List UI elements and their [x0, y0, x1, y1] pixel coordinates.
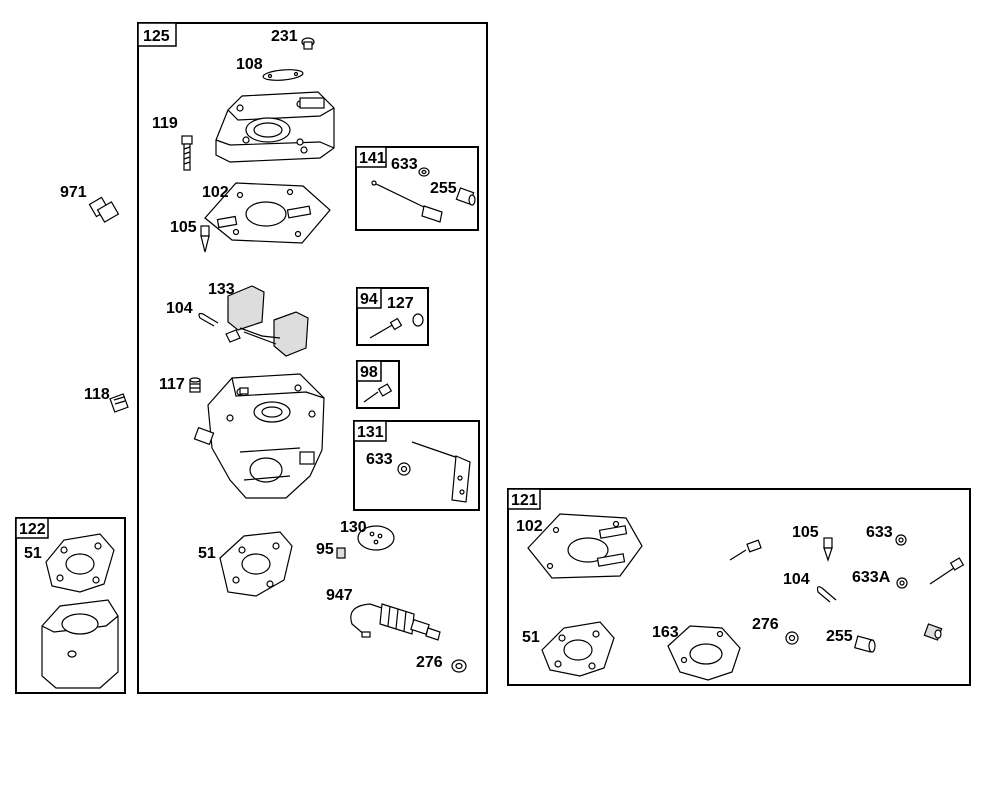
- carburetor-body-icon: [193, 373, 325, 499]
- label-105: 105: [170, 219, 197, 236]
- group-94-frame: [356, 287, 429, 346]
- part-255-bushing-121-icon: [853, 635, 876, 653]
- label-108: 108: [236, 56, 263, 73]
- part-276-washer-icon: [451, 659, 467, 673]
- label-119: 119: [152, 115, 178, 132]
- part-255-bushing-141-icon: [455, 187, 476, 206]
- group-125: 125: [137, 22, 488, 694]
- group-122: 122: [15, 517, 126, 694]
- part-104-pin-icon: [198, 312, 219, 327]
- group-141-frame: [355, 146, 479, 231]
- part-117-fitting-icon: [189, 377, 201, 393]
- label-633-121: 633: [866, 524, 893, 541]
- label-130: 130: [340, 519, 367, 536]
- group-125-number: 125: [143, 28, 170, 45]
- label-102: 102: [202, 184, 229, 201]
- part-231-screw-icon: [301, 37, 315, 50]
- label-117: 117: [159, 376, 185, 393]
- part-276-washer-121-icon: [785, 631, 799, 645]
- label-102-121: 102: [516, 518, 543, 535]
- throttle-shaft-131-icon: [411, 441, 471, 503]
- part-633A-washer-121-icon: [896, 577, 908, 589]
- part-127-o-ring-icon: [412, 313, 424, 327]
- part-163-gasket-121-icon: [667, 625, 741, 681]
- label-133: 133: [208, 281, 235, 298]
- part-947-solenoid-icon: [350, 603, 441, 641]
- needle-valve-94-icon: [369, 317, 403, 339]
- label-95: 95: [316, 541, 334, 558]
- label-51-121: 51: [522, 629, 540, 646]
- label-104: 104: [166, 300, 193, 317]
- group-141-number: 141: [359, 150, 386, 167]
- choke-shaft-141-icon: [371, 180, 443, 223]
- group-125-tag: [137, 22, 177, 47]
- group-98-tag: [356, 360, 382, 382]
- part-95-screw-icon: [336, 547, 346, 559]
- part-108-gasket-icon: [262, 69, 304, 81]
- part-971-bolt-icon: [88, 196, 120, 223]
- label-105-121: 105: [792, 524, 819, 541]
- label-947: 947: [326, 587, 353, 604]
- spring-screw-98-icon: [363, 383, 393, 403]
- label-51-122: 51: [24, 545, 42, 562]
- group-121-frame: [507, 488, 971, 686]
- group-131-tag: [353, 420, 387, 442]
- group-122-number: 122: [19, 521, 46, 538]
- part-119-bolt-icon: [181, 135, 193, 171]
- group-125-frame: [137, 22, 488, 694]
- group-122-frame: [15, 517, 126, 694]
- part-633-washer-121-icon: [895, 534, 907, 546]
- group-131: 131: [353, 420, 480, 511]
- label-163-121: 163: [652, 624, 679, 641]
- label-231: 231: [271, 28, 298, 45]
- part-130-disc-icon: [357, 525, 395, 551]
- group-131-number: 131: [357, 424, 384, 441]
- part-51-gasket-121-icon: [541, 621, 615, 677]
- group-141: 141: [355, 146, 479, 231]
- part-633-washer-131-icon: [397, 462, 411, 476]
- carburetor-top-cover-icon: [215, 91, 335, 163]
- label-127: 127: [387, 295, 414, 312]
- part-133-float-icon: [225, 285, 309, 357]
- group-94: 94: [356, 287, 429, 346]
- group-141-tag: [355, 146, 387, 168]
- part-102-gasket-icon: [204, 182, 331, 244]
- label-276-121: 276: [752, 616, 779, 633]
- group-94-number: 94: [360, 291, 378, 308]
- group-121-tag: [507, 488, 541, 510]
- label-633-131: 633: [366, 451, 393, 468]
- fitting-121-icon: [923, 623, 943, 641]
- label-633A-121: 633A: [852, 569, 891, 586]
- part-105-needle-icon: [200, 225, 210, 253]
- label-104-121: 104: [783, 571, 810, 588]
- label-255-141: 255: [430, 180, 457, 197]
- needle-valve-121-icon: [929, 557, 965, 585]
- label-118: 118: [84, 386, 110, 403]
- part-118-fitting-icon: [109, 393, 129, 413]
- label-971: 971: [60, 184, 87, 201]
- group-98-number: 98: [360, 364, 378, 381]
- group-121: 121: [507, 488, 971, 686]
- group-121-number: 121: [511, 492, 538, 509]
- label-255-121: 255: [826, 628, 853, 645]
- part-labels: 231 108 119 102 105 133 104 117 51 95 13…: [24, 28, 893, 671]
- group-94-tag: [356, 287, 382, 309]
- group-131-frame: [353, 420, 480, 511]
- part-633-washer-141-icon: [418, 167, 430, 177]
- part-104-pin-121-icon: [816, 586, 837, 603]
- label-51: 51: [198, 545, 216, 562]
- group-98: 98: [356, 360, 400, 409]
- part-102-gasket-121-icon: [527, 513, 643, 579]
- spring-screw-121-icon: [729, 539, 762, 561]
- label-276: 276: [416, 654, 443, 671]
- group-122-tag: [15, 517, 49, 539]
- part-105-needle-121-icon: [823, 537, 833, 562]
- label-633-141: 633: [391, 156, 418, 173]
- part-51-gasket-icon: [219, 531, 293, 597]
- part-51-gasket-122-icon: [45, 533, 115, 593]
- spacer-block-122-icon: [41, 599, 119, 689]
